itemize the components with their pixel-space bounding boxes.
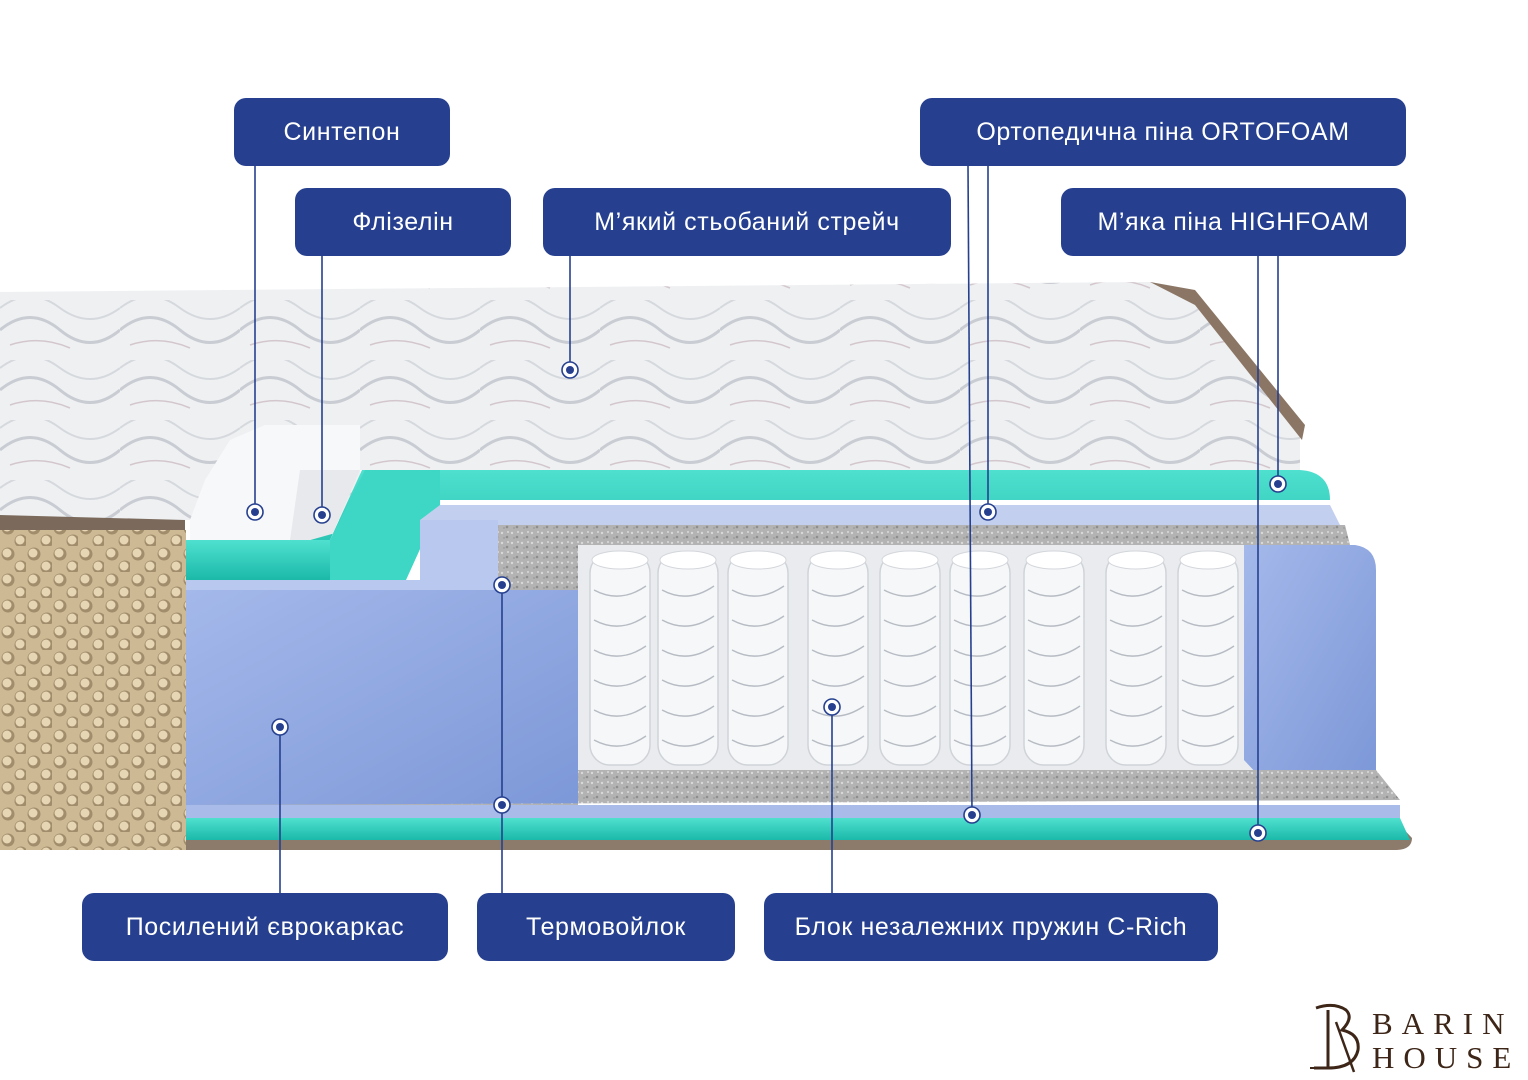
marker-dot	[566, 366, 574, 374]
spring-coil	[657, 550, 719, 766]
logo-line-2: HOUSE	[1372, 1040, 1521, 1075]
label-springs: Блок незалежних пружин C-Rich	[764, 893, 1218, 961]
spring-coil	[879, 550, 941, 766]
label-eurokarkas: Посилений єврокаркас	[82, 893, 448, 961]
eurokarkas-block-right	[1244, 545, 1376, 775]
marker-dot	[828, 703, 836, 711]
top-teal-foam	[186, 470, 1330, 575]
marker-dot	[1254, 829, 1262, 837]
ortofoam-layer	[420, 505, 1340, 590]
marker-dot	[1274, 480, 1282, 488]
logo-line-1: BARIN	[1372, 1006, 1514, 1041]
bottom-ortofoam	[186, 805, 1400, 819]
marker-dots	[246, 361, 1287, 842]
bottom-teal-foam	[186, 818, 1410, 840]
spring-coil	[589, 550, 651, 766]
marker-dot	[318, 511, 326, 519]
label-stretch: М’який стьобаний стрейч	[543, 188, 951, 256]
label-sintepon: Синтепон	[234, 98, 450, 166]
teal-cut-step	[330, 470, 440, 580]
spring-coil	[1177, 550, 1239, 766]
spring-coil	[949, 550, 1011, 766]
marker-dot	[498, 801, 506, 809]
beige-side-panel	[0, 530, 186, 850]
label-termovoilok: Термовойлок	[477, 893, 735, 961]
barin-house-logo: BARIN HOUSE	[1306, 1002, 1520, 1074]
spring-coil	[727, 550, 789, 766]
leader-ortofoam-bottom	[967, 165, 973, 816]
marker-dot	[276, 723, 284, 731]
eurokarkas-block-side	[186, 520, 498, 590]
cover-edge-trim	[1150, 282, 1305, 440]
label-ortofoam: Ортопедична піна ORTOFOAM	[920, 98, 1406, 166]
logo-monogram-icon	[1310, 1003, 1360, 1073]
felt-bottom	[186, 770, 1400, 805]
felt-top	[490, 525, 1350, 595]
marker-dot	[251, 508, 259, 516]
label-flizelin: Флізелін	[295, 188, 511, 256]
spring-coil	[1023, 550, 1085, 766]
marker-dot	[498, 581, 506, 589]
spring-coil	[807, 550, 869, 766]
eurokarkas-block-left	[186, 590, 578, 805]
flizelin-layer	[290, 470, 360, 540]
label-highfoam: М’яка піна HIGHFOAM	[1061, 188, 1406, 256]
marker-dot	[968, 811, 976, 819]
spring-coil	[1105, 550, 1167, 766]
spring-block	[589, 550, 1239, 766]
marker-dot	[984, 508, 992, 516]
leader-lines	[254, 165, 1279, 893]
